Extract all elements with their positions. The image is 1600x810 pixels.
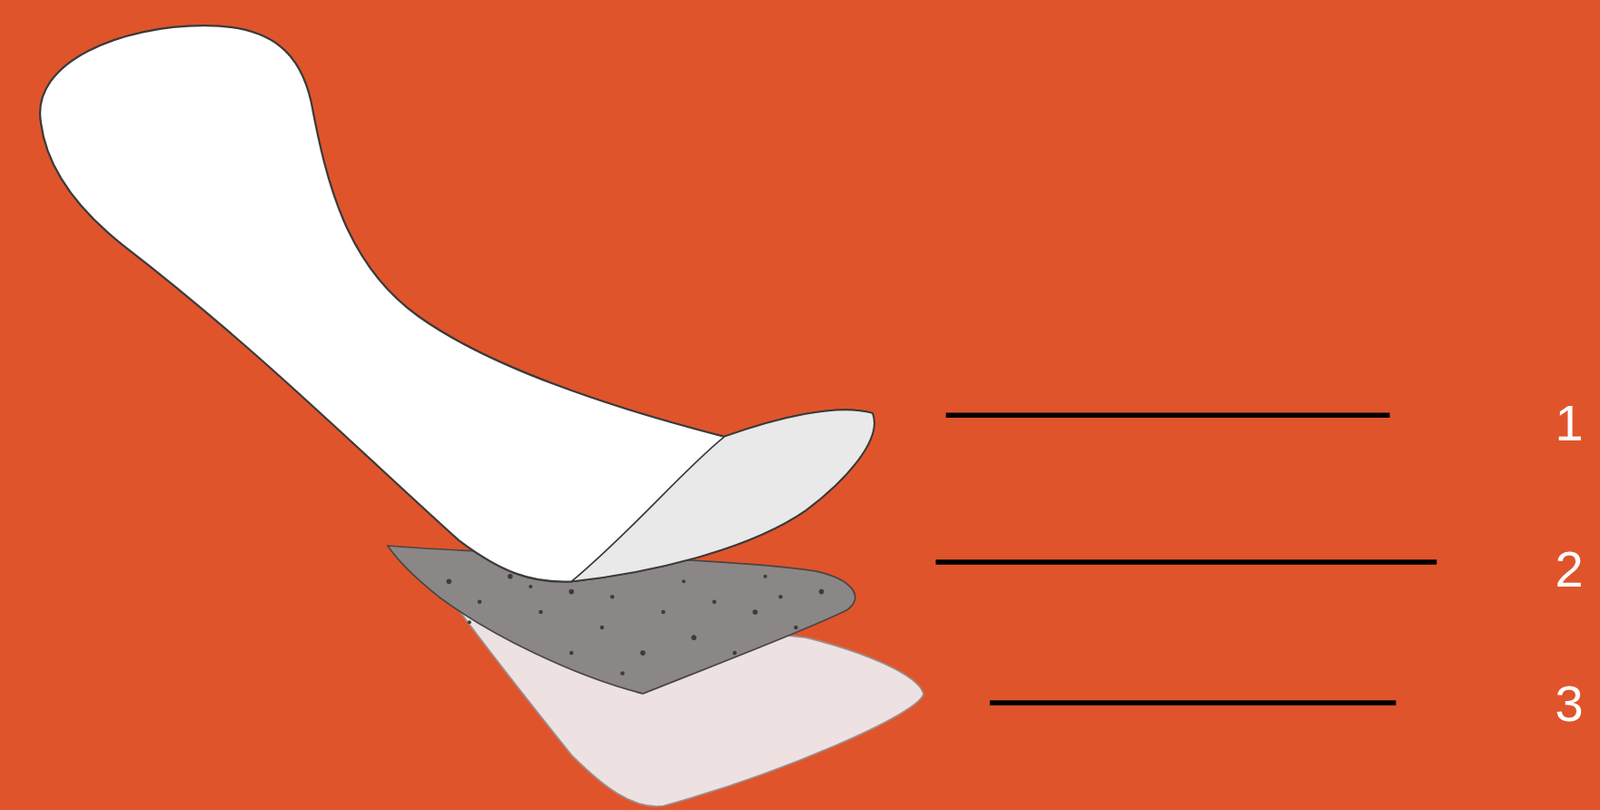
callout-number: 1	[1554, 397, 1583, 449]
leader-line	[935, 559, 1437, 565]
callout-number: 3	[1554, 678, 1583, 730]
core-dots	[446, 573, 825, 676]
topsheet-underside	[571, 409, 874, 582]
topsheet-layer	[39, 25, 875, 583]
leader-line	[946, 412, 1391, 418]
callout-number: 2	[1554, 543, 1583, 595]
leader-line	[989, 700, 1396, 706]
